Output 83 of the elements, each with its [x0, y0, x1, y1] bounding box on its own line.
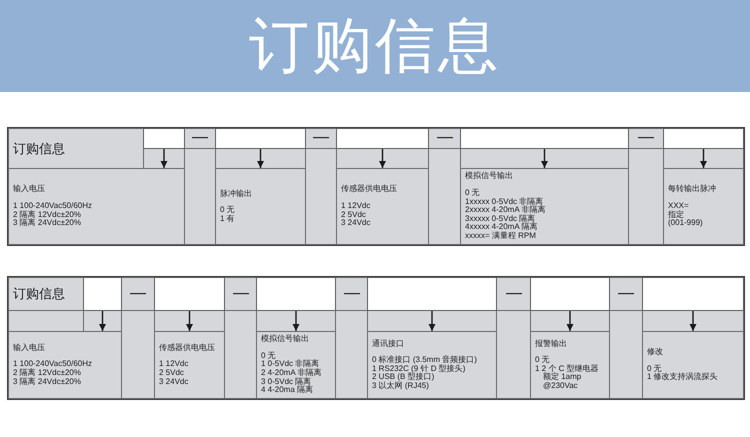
option-item: 3 隔离 24Vdc±20% — [13, 378, 81, 386]
option-item: 2 隔离 12Vdc±20% — [13, 210, 81, 218]
answer-box — [154, 277, 225, 311]
arrow — [428, 311, 436, 331]
option-item: 1 2 个 C 型继电器额定 1amp @230Vac — [535, 364, 600, 390]
option-heading: 修改 — [647, 348, 663, 357]
arrow — [257, 149, 264, 168]
option-item: 0 无 — [647, 364, 662, 373]
option-heading: 模拟信号输出 — [465, 172, 513, 182]
answer-box — [460, 128, 629, 149]
option-item: 3xxxxx 0-5Vdc 隔离 — [465, 214, 536, 223]
option-heading: 每转输出脉冲 — [668, 185, 716, 194]
option-cell — [367, 331, 497, 399]
arrow — [541, 149, 548, 168]
option-item: (001-999) — [668, 219, 703, 228]
answer-box — [367, 277, 497, 311]
answer-box — [143, 128, 185, 149]
option-item: 2xxxxx 4-20mA 非隔离 — [465, 206, 546, 214]
option-item: 1 0-5Vdc 非隔离 — [261, 360, 320, 368]
arrow — [700, 149, 707, 168]
option-item: 2 隔离 12Vdc±20% — [13, 369, 81, 378]
option-item: XXX= — [668, 202, 689, 210]
option-item: 指定 — [668, 210, 684, 219]
option-cell — [8, 168, 185, 245]
option-item: 2 5Vdc — [341, 210, 366, 219]
option-cell — [642, 331, 744, 399]
option-item: 3 24Vdc — [159, 378, 188, 386]
option-cell — [460, 168, 629, 245]
arrow — [566, 311, 574, 331]
answer-box — [215, 128, 306, 149]
option-item: 1 100-240Vac50/60Hz — [13, 202, 92, 210]
option-item: 0 标准接口 (3.5mm 音频接口) — [372, 356, 477, 364]
option-item: 1 100-240Vac50/60Hz — [13, 360, 92, 368]
answer-box — [642, 277, 744, 311]
option-heading: 输入电压 — [13, 344, 45, 352]
option-heading: 报警输出 — [535, 340, 567, 348]
option-item: 2 5Vdc — [159, 369, 184, 378]
option-item: 2 USB (B 型接口) — [372, 373, 434, 382]
option-item: 1xxxxx 0-5Vdc 非隔离 — [465, 198, 544, 206]
option-cell — [336, 168, 429, 245]
option-item: 0 无 — [261, 352, 276, 360]
arrow — [379, 149, 386, 168]
arrow — [160, 149, 168, 168]
title-cell: 订购信息 — [8, 277, 84, 311]
option-cell — [256, 331, 336, 399]
option-item: 4 4-20ma 隔离 — [261, 386, 314, 395]
answer-box — [256, 277, 336, 311]
arrow — [186, 311, 193, 331]
option-item: 0 无 — [535, 356, 551, 364]
option-heading: 模拟信号输出 — [261, 335, 309, 344]
answer-box — [663, 128, 744, 149]
arrow — [690, 311, 696, 331]
answer-box — [336, 128, 429, 149]
option-item: 2 4-20mA 非隔离 — [261, 369, 322, 378]
answer-box — [530, 277, 610, 311]
option-item: 0 无 — [465, 189, 480, 198]
option-heading: 脉冲输出 — [220, 190, 252, 198]
option-item: xxxxx= 满量程 RPM — [465, 232, 536, 241]
option-item: 3 24Vdc — [341, 219, 370, 228]
option-cell — [663, 168, 744, 245]
title-cell: 订购信息 — [8, 128, 144, 169]
option-item: 1 RS232C (9 针 D 型接头) — [372, 364, 466, 373]
option-item: 3 隔离 24Vdc±20% — [13, 219, 81, 228]
option-item: 4xxxxx 4-20mA 隔离 — [465, 223, 538, 232]
option-heading: 输入电压 — [13, 185, 45, 194]
option-item: 1 12Vdc — [341, 202, 370, 210]
option-item: 3 0-5Vdc 隔离 — [261, 378, 312, 386]
option-item: 1 有 — [220, 214, 235, 224]
option-cell — [215, 168, 306, 245]
option-cell — [154, 331, 225, 399]
option-heading: 传感器供电电压 — [341, 185, 397, 194]
option-item: 1 修改支持涡流探头 — [647, 373, 718, 382]
page-title: 订购信息 — [249, 13, 501, 79]
option-item: 1 12Vdc — [159, 360, 188, 369]
option-cell — [530, 331, 610, 399]
option-heading: 传感器供电电压 — [159, 344, 215, 352]
arrow — [99, 311, 106, 331]
option-heading: 通讯接口 — [372, 340, 404, 348]
option-item: 3 以太网 (RJ45) — [372, 382, 429, 390]
arrow — [292, 311, 300, 331]
option-cell — [8, 331, 122, 399]
answer-box — [83, 277, 122, 311]
option-item: 0 无 — [220, 206, 235, 214]
